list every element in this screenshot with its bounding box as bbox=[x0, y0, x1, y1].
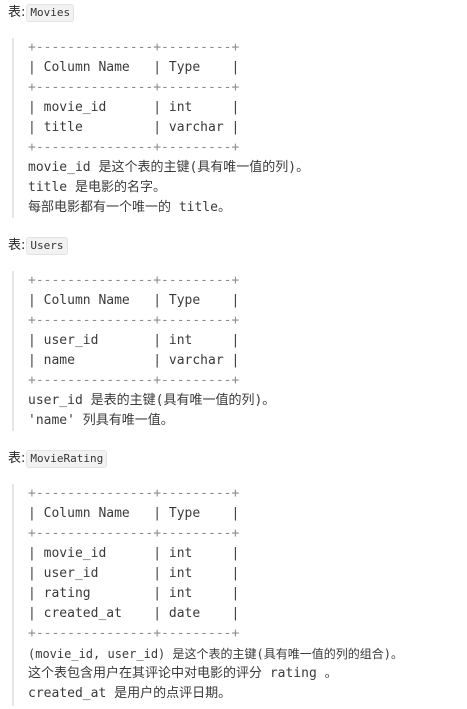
table-border-line: +---------------+---------+ bbox=[28, 626, 240, 641]
note-line: user_id 是表的主键(具有唯一值的列)。 bbox=[28, 393, 276, 408]
schema-block-movierating: +---------------+---------+ | Column Nam… bbox=[12, 484, 465, 706]
table-row: | name | varchar | bbox=[28, 353, 240, 368]
table-row: | rating | int | bbox=[28, 586, 240, 601]
table-border-line: +---------------+---------+ bbox=[28, 486, 240, 501]
table-header-row: | Column Name | Type | bbox=[28, 293, 240, 308]
table-label: 表: bbox=[8, 451, 26, 466]
table-header-row: | Column Name | Type | bbox=[28, 506, 240, 521]
table-border-line: +---------------+---------+ bbox=[28, 526, 240, 541]
table-label: 表: bbox=[8, 5, 26, 20]
table-name-code: Movies bbox=[26, 4, 75, 22]
note-line: 每部电影都有一个唯一的 title。 bbox=[28, 200, 231, 215]
note-line: 'name' 列具有唯一值。 bbox=[28, 413, 174, 428]
note-line: title 是电影的名字。 bbox=[28, 180, 166, 195]
note-line: movie_id 是这个表的主键(具有唯一值的列)。 bbox=[28, 160, 310, 175]
note-line: 这个表包含用户在其评论中对电影的评分 rating 。 bbox=[28, 666, 338, 681]
table-heading-movierating: 表: MovieRating bbox=[8, 449, 108, 469]
table-border-line: +---------------+---------+ bbox=[28, 273, 240, 288]
table-header-row: | Column Name | Type | bbox=[28, 60, 240, 75]
table-heading-users: 表: Users bbox=[8, 236, 68, 256]
table-row: | user_id | int | bbox=[28, 566, 240, 581]
table-label: 表: bbox=[8, 238, 26, 253]
table-heading-movies: 表: Movies bbox=[8, 3, 75, 23]
table-border-line: +---------------+---------+ bbox=[28, 313, 240, 328]
table-row: | title | varchar | bbox=[28, 120, 240, 135]
table-row: | user_id | int | bbox=[28, 333, 240, 348]
schema-block-users: +---------------+---------+ | Column Nam… bbox=[12, 271, 465, 431]
note-line: created_at 是用户的点评日期。 bbox=[28, 686, 232, 701]
table-name-code: Users bbox=[26, 237, 68, 255]
table-row: | movie_id | int | bbox=[28, 546, 240, 561]
table-border-line: +---------------+---------+ bbox=[28, 140, 240, 155]
table-border-line: +---------------+---------+ bbox=[28, 40, 240, 55]
schema-block-movies: +---------------+---------+ | Column Nam… bbox=[12, 38, 465, 218]
table-row: | movie_id | int | bbox=[28, 100, 240, 115]
table-border-line: +---------------+---------+ bbox=[28, 373, 240, 388]
table-row: | created_at | date | bbox=[28, 606, 240, 621]
table-border-line: +---------------+---------+ bbox=[28, 80, 240, 95]
table-name-code: MovieRating bbox=[26, 450, 108, 468]
note-line: (movie_id, user_id) 是这个表的主键(具有唯一值的列的组合)。 bbox=[28, 647, 403, 661]
